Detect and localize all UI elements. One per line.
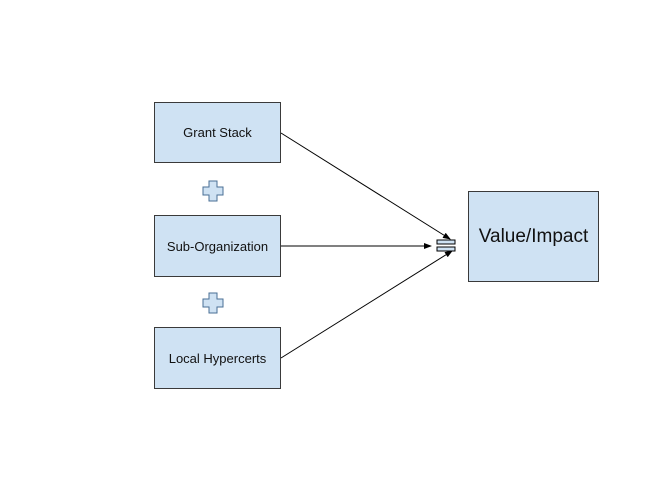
plus-icon <box>202 180 224 202</box>
equals-icon <box>436 239 456 252</box>
grant-stack-box: Grant Stack <box>154 102 281 163</box>
sub-organization-label: Sub-Organization <box>166 238 269 254</box>
value-impact-label: Value/Impact <box>478 225 589 247</box>
grant-stack-label: Grant Stack <box>183 125 252 140</box>
value-impact-box: Value/Impact <box>468 191 599 282</box>
arrow-local-to-value <box>280 250 453 359</box>
plus-icon <box>202 292 224 314</box>
local-hypercerts-label: Local Hypercerts <box>168 350 267 366</box>
sub-organization-box: Sub-Organization <box>154 215 281 277</box>
local-hypercerts-box: Local Hypercerts <box>154 327 281 389</box>
arrow-grant-to-value <box>280 132 451 240</box>
